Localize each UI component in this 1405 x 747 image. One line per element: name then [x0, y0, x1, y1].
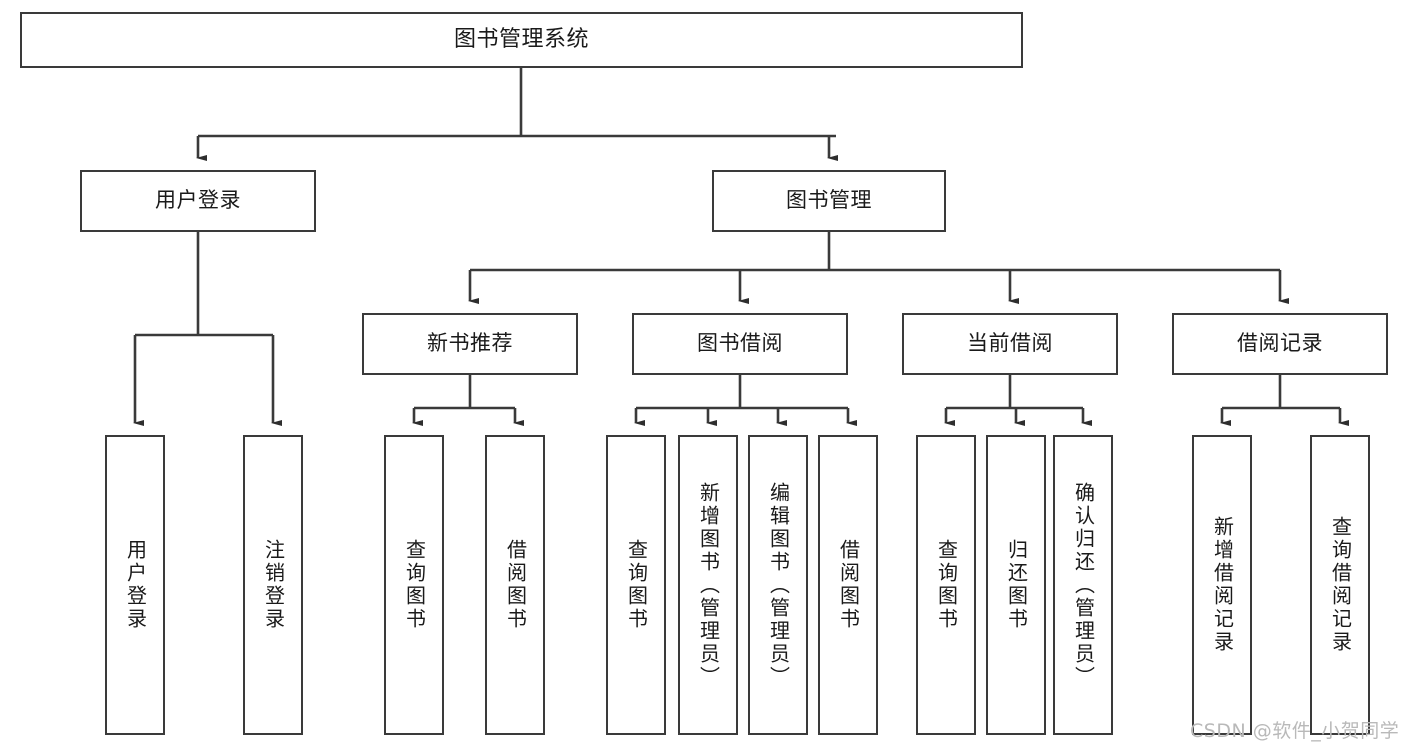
- node-label: 新增借阅记录: [1210, 516, 1235, 654]
- node-label: 新书推荐: [427, 331, 513, 356]
- node-label: 编辑图书（管理员）: [766, 481, 791, 689]
- node-user-login[interactable]: 用户登录: [80, 170, 316, 232]
- leaf-query-borrow-record[interactable]: 查询借阅记录: [1310, 435, 1370, 735]
- leaf-add-borrow-record[interactable]: 新增借阅记录: [1192, 435, 1252, 735]
- leaf-edit-book-admin[interactable]: 编辑图书（管理员）: [748, 435, 808, 735]
- node-label: 图书管理: [786, 188, 872, 213]
- node-root-system[interactable]: 图书管理系统: [20, 12, 1023, 68]
- node-label: 借阅图书: [503, 539, 528, 631]
- leaf-confirm-return-admin[interactable]: 确认归还（管理员）: [1053, 435, 1113, 735]
- leaf-borrow-book-recommend[interactable]: 借阅图书: [485, 435, 545, 735]
- node-book-manage[interactable]: 图书管理: [712, 170, 946, 232]
- node-label: 图书管理系统: [453, 26, 589, 52]
- node-borrow-record[interactable]: 借阅记录: [1172, 313, 1388, 375]
- leaf-query-book-current[interactable]: 查询图书: [916, 435, 976, 735]
- node-current-borrow[interactable]: 当前借阅: [902, 313, 1118, 375]
- node-label: 查询借阅记录: [1328, 516, 1353, 654]
- leaf-add-book-admin[interactable]: 新增图书（管理员）: [678, 435, 738, 735]
- node-label: 查询图书: [934, 539, 959, 631]
- node-label: 当前借阅: [967, 331, 1053, 356]
- leaf-query-book-recommend[interactable]: 查询图书: [384, 435, 444, 735]
- node-label: 确认归还（管理员）: [1071, 481, 1096, 689]
- node-label: 归还图书: [1004, 539, 1029, 631]
- node-label: 图书借阅: [697, 331, 783, 356]
- node-book-borrow[interactable]: 图书借阅: [632, 313, 848, 375]
- node-label: 借阅图书: [836, 539, 861, 631]
- node-label: 借阅记录: [1237, 331, 1323, 356]
- csdn-watermark: CSDN @软件_小贺同学: [1190, 720, 1400, 742]
- leaf-logout[interactable]: 注销登录: [243, 435, 303, 735]
- leaf-query-book-borrow[interactable]: 查询图书: [606, 435, 666, 735]
- node-label: 用户登录: [155, 188, 241, 213]
- node-label: 查询图书: [402, 539, 427, 631]
- leaf-borrow-book[interactable]: 借阅图书: [818, 435, 878, 735]
- node-new-book-recommend[interactable]: 新书推荐: [362, 313, 578, 375]
- leaf-return-book[interactable]: 归还图书: [986, 435, 1046, 735]
- node-label: 用户登录: [123, 539, 148, 631]
- node-label: 注销登录: [261, 539, 286, 631]
- node-label: 新增图书（管理员）: [696, 481, 721, 689]
- node-label: 查询图书: [624, 539, 649, 631]
- leaf-user-login[interactable]: 用户登录: [105, 435, 165, 735]
